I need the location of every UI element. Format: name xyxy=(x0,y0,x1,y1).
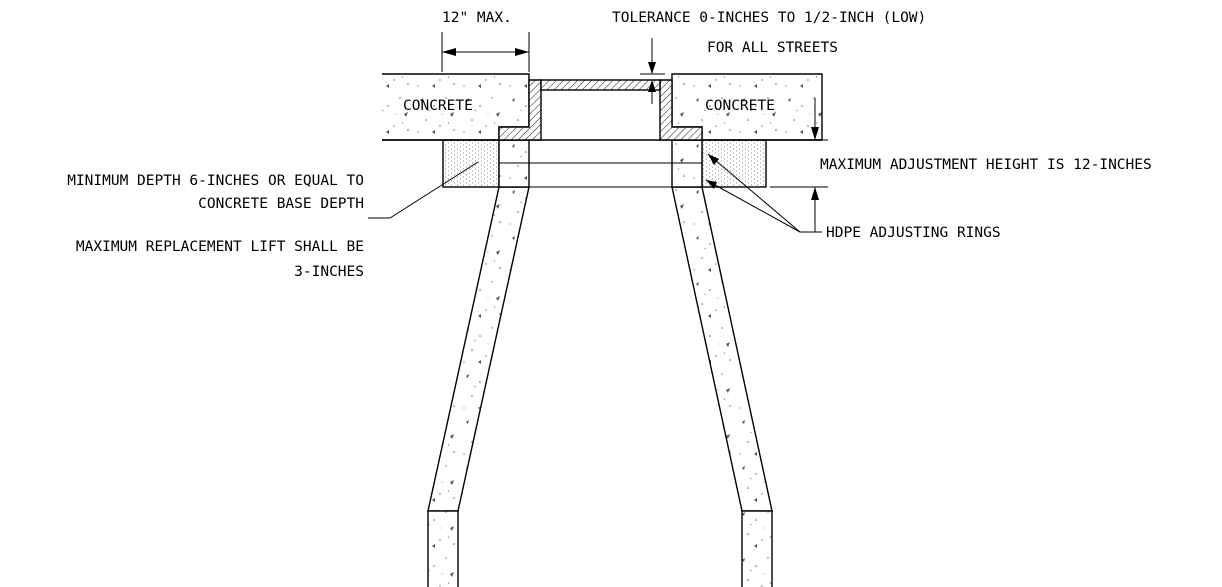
tolerance-arrow-down xyxy=(648,62,656,74)
arrow-right xyxy=(515,48,529,56)
tolerance-label-line2: FOR ALL STREETS xyxy=(707,40,838,56)
concrete-label-left: CONCRETE xyxy=(403,98,473,114)
min-depth-leader xyxy=(368,161,479,219)
hdpe-arrow-2 xyxy=(706,180,717,189)
max-adjust-label: MAXIMUM ADJUSTMENT HEIGHT IS 12-INCHES xyxy=(820,157,1152,173)
manhole-lid xyxy=(540,79,661,91)
left-grout-collar xyxy=(442,139,500,188)
max-lift-label-line1: MAXIMUM REPLACEMENT LIFT SHALL BE xyxy=(76,239,364,255)
frame-right xyxy=(659,79,703,141)
arrow-left xyxy=(442,48,456,56)
tolerance-arrow-up xyxy=(648,80,656,92)
hdpe-arrow-1 xyxy=(708,154,719,165)
twelve-max-label: 12" MAX. xyxy=(442,10,512,26)
hdpe-label: HDPE ADJUSTING RINGS xyxy=(826,225,1001,241)
right-grout-collar xyxy=(701,139,767,188)
hdpe-leader-2 xyxy=(705,179,801,233)
adjust-arrow-up xyxy=(811,187,819,200)
right-cone-wall xyxy=(671,186,773,512)
left-shaft-wall xyxy=(427,510,459,587)
max-lift-label-line2: 3-INCHES xyxy=(294,264,364,280)
right-shaft-wall xyxy=(741,510,773,587)
min-depth-label-line1: MINIMUM DEPTH 6-INCHES OR EQUAL TO xyxy=(67,173,364,189)
left-cone-wall xyxy=(427,186,530,512)
tolerance-label-line1: TOLERANCE 0-INCHES TO 1/2-INCH (LOW) xyxy=(612,10,926,26)
concrete-label-right: CONCRETE xyxy=(705,98,775,114)
min-depth-label-line2: CONCRETE BASE DEPTH xyxy=(198,196,364,212)
adjust-arrow-down xyxy=(811,127,819,140)
